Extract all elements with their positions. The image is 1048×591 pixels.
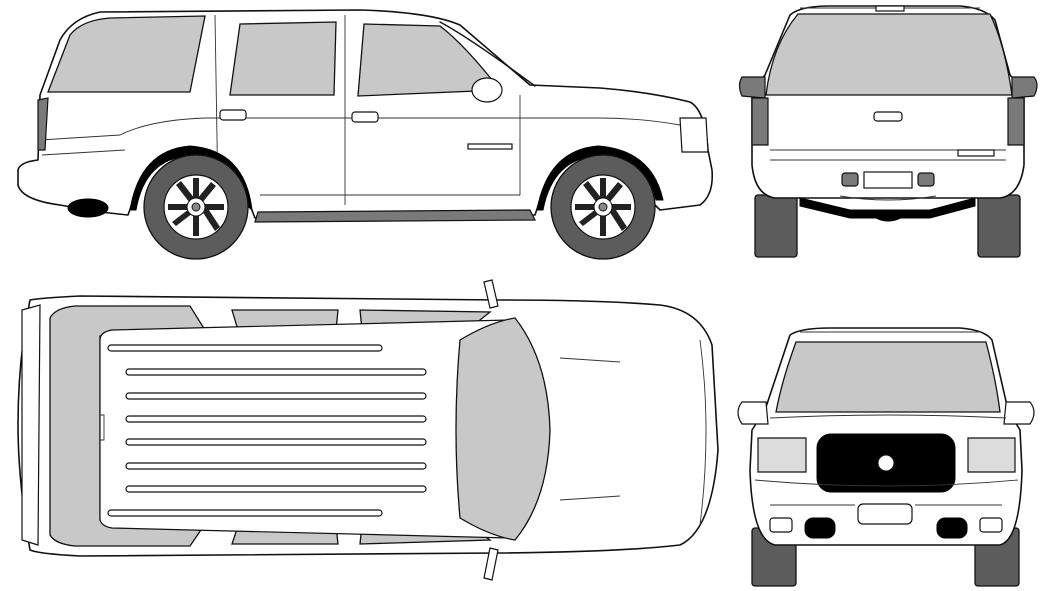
roof-rack-slat (125, 462, 427, 470)
side-tail-light (37, 97, 49, 151)
rear-left-reflector (841, 172, 859, 187)
rear-view (738, 5, 1038, 258)
rear-license-plate (863, 171, 913, 189)
front-windshield (775, 341, 1001, 413)
rear-right-tail-light (1007, 97, 1025, 146)
rear-left-tire (754, 194, 798, 258)
front-left-fog-light (769, 517, 793, 533)
top-rear-bumper (21, 304, 41, 546)
side-front-arch (536, 145, 664, 211)
front-right-headlight (967, 437, 1016, 473)
rear-window (765, 13, 1013, 96)
side-view (17, 9, 714, 260)
top-view (17, 279, 719, 581)
top-left-mirror (483, 279, 499, 309)
rear-right-mirror (1011, 76, 1038, 99)
front-right-fog-light (979, 517, 1003, 533)
roof-rack-slat (125, 392, 427, 400)
rear-tailgate-handle (873, 111, 903, 122)
rear-brake-light (875, 5, 905, 12)
top-hood-line (559, 495, 621, 501)
rear-right-tire (977, 194, 1021, 258)
rear-left-mirror (738, 76, 766, 99)
side-front-wheel (550, 154, 656, 260)
side-front-handle (351, 111, 379, 123)
roof-rack-slat (125, 415, 427, 423)
front-hood-line (769, 414, 1007, 419)
front-bumper-top (754, 479, 1019, 487)
front-view (737, 327, 1035, 587)
roof-rack-rail (107, 509, 383, 517)
side-beltline (39, 117, 681, 141)
top-roof-rack (107, 344, 427, 517)
top-windshield (455, 317, 551, 541)
side-rear-door-window (229, 21, 337, 96)
top-front-bumper (699, 339, 707, 526)
rear-badge (957, 149, 995, 157)
front-left-intake (804, 517, 836, 539)
top-right-mirror (483, 547, 499, 581)
roof-rack-rail (107, 344, 383, 352)
front-right-intake (936, 517, 968, 539)
rear-left-tail-light (751, 97, 769, 146)
side-headlight (679, 117, 709, 153)
side-rear-crease (41, 149, 126, 156)
rear-right-reflector (917, 172, 935, 187)
front-emblem (877, 454, 895, 472)
side-rear-handle (219, 109, 247, 121)
roof-rack-slat (125, 368, 427, 376)
rear-bumper-curve (839, 195, 937, 201)
front-right-mirror (1003, 401, 1035, 425)
side-rear-wheel (143, 154, 249, 260)
front-left-headlight (757, 437, 807, 473)
side-mirror (471, 77, 503, 103)
roof-rack-slat (125, 485, 427, 493)
rear-hitch (863, 209, 914, 222)
side-marker (467, 143, 513, 150)
top-rear-latch (100, 414, 105, 441)
side-step-bar (254, 209, 536, 223)
side-a-pillar (439, 21, 536, 87)
top-hood-line (559, 357, 621, 363)
side-rear-quarter-window (47, 15, 206, 93)
roof-rack-slat (125, 438, 427, 446)
front-left-mirror (737, 401, 769, 425)
front-license-plate (857, 503, 913, 525)
side-exhaust (67, 198, 109, 218)
